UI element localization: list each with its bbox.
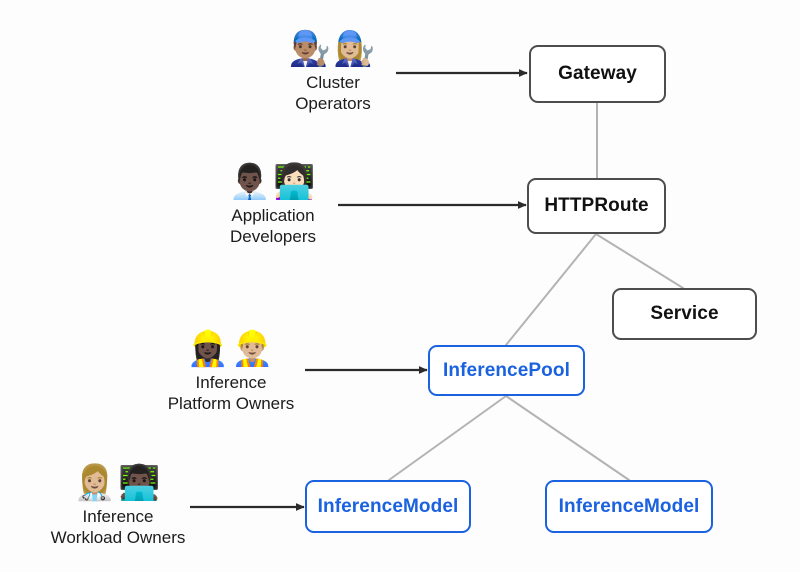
node-label: Gateway — [558, 63, 637, 84]
node-pool: InferencePool — [428, 345, 585, 396]
persona-icon-pair: 👨🏽‍🔧👩🏼‍🔧 — [288, 30, 378, 68]
node-label: HTTPRoute — [544, 195, 649, 216]
edge-httproute-pool — [505, 233, 597, 346]
node-model2: InferenceModel — [545, 480, 713, 533]
persona-label: Application Developers — [230, 206, 316, 246]
edge-pool-model1 — [388, 395, 507, 481]
node-label: Service — [650, 303, 719, 324]
node-service: Service — [612, 288, 757, 340]
node-label: InferenceModel — [317, 495, 459, 517]
persona-label: Inference Workload Owners — [50, 507, 186, 547]
node-label: InferenceModel — [558, 495, 700, 517]
node-gateway: Gateway — [529, 45, 666, 103]
persona-label: Inference Platform Owners — [167, 373, 295, 413]
persona-icon-pair: 👨🏿‍💼👩🏻‍💻 — [228, 163, 318, 201]
persona-icon-pair: 👷🏿‍♀️👷🏼‍♂️ — [186, 330, 276, 368]
edge-pool-model2 — [505, 395, 630, 481]
persona-arrows — [190, 69, 528, 511]
persona-cluster-operators: 👨🏽‍🔧👩🏼‍🔧 Cluster Operators — [258, 30, 408, 114]
persona-application-developers: 👨🏿‍💼👩🏻‍💻 Application Developers — [198, 163, 348, 247]
node-label: InferencePool — [443, 359, 570, 381]
persona-inference-workload-owners: 👩🏼‍⚕️👨🏿‍💻 Inference Workload Owners — [34, 464, 202, 548]
persona-icon-pair: 👩🏼‍⚕️👨🏿‍💻 — [73, 464, 163, 502]
persona-inference-platform-owners: 👷🏿‍♀️👷🏼‍♂️ Inference Platform Owners — [152, 330, 310, 414]
persona-label: Cluster Operators — [295, 73, 371, 113]
node-httproute: HTTPRoute — [527, 178, 666, 234]
node-model1: InferenceModel — [305, 480, 471, 533]
edge-httproute-service — [595, 233, 684, 289]
